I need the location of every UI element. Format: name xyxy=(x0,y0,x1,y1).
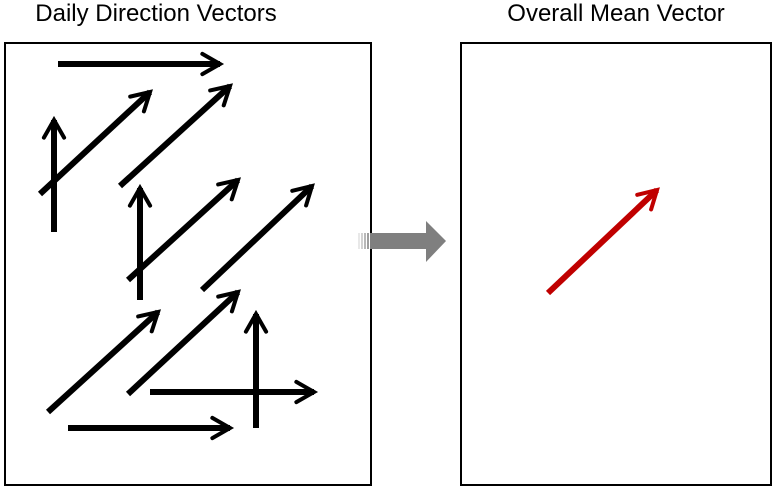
daily-vectors-title: Daily Direction Vectors xyxy=(35,0,277,27)
mean-vector-arrow xyxy=(545,187,660,296)
right-arrow-icon xyxy=(358,221,446,262)
daily-vector-arrow xyxy=(199,183,315,293)
mean-vector-panel xyxy=(460,42,772,486)
daily-vector-arrow xyxy=(117,83,234,189)
daily-vector-arrow xyxy=(37,89,153,197)
daily-vector-arrow xyxy=(45,309,162,415)
daily-vector-arrow xyxy=(125,177,242,283)
mean-vector-title: Overall Mean Vector xyxy=(507,0,725,27)
daily-vectors xyxy=(37,51,319,441)
daily-vector-arrow xyxy=(125,289,241,397)
